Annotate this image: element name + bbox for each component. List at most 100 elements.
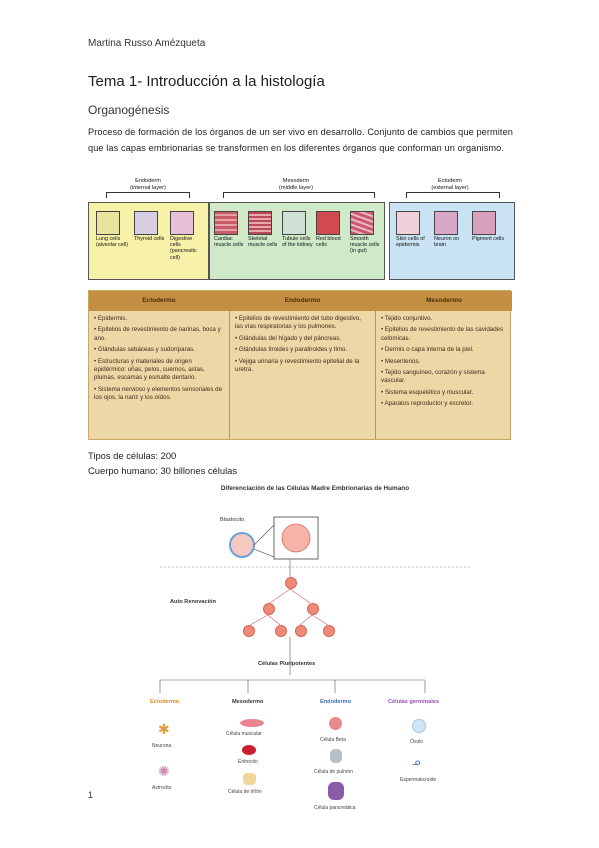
list-item: • Estructuras y materiales de origen epi… [94, 357, 205, 382]
list-item: • Glándulas tiroides y paratiroides y ti… [235, 346, 348, 354]
stem-cell-diagram: Diferenciación de las Células Madre Embr… [150, 485, 480, 825]
table-header: Endodermo [230, 291, 375, 311]
cell-name: Smooth muscle cells (in gut) [350, 236, 380, 255]
cell-label: Astrocito [152, 785, 172, 791]
digestive-cell-image [170, 211, 194, 235]
cell-label: Célula pancreática [314, 805, 356, 811]
kidney-cell-image [282, 211, 306, 235]
document-title: Tema 1- Introducción a la histología [88, 73, 325, 90]
endodermo-column: • Epitelios de revestimiento del tubo di… [235, 315, 369, 377]
ovum-icon [412, 719, 426, 733]
diagram-title: Diferenciación de las Células Madre Embr… [220, 485, 410, 492]
smooth-muscle-cell-image [350, 211, 374, 235]
sperm-icon: ᓄ [412, 757, 421, 768]
list-item: • Sistema esquelético y muscular. [381, 388, 474, 396]
ectoderm-bracket [406, 192, 500, 198]
stem-cell-dot [295, 625, 307, 637]
cell-label: Eritrocito [238, 759, 258, 765]
section-heading: Organogénesis [88, 103, 170, 117]
cell-name: Digestive cells (pancreatic cell) [170, 236, 197, 261]
kidney-cell-icon [243, 773, 256, 785]
layer-mesodermo-title: Mesodermo [232, 699, 264, 705]
cell-label: Célula de pulmón [314, 769, 353, 775]
column-divider [375, 291, 376, 439]
list-item: • Epitelios de revestimiento del tubo di… [235, 315, 361, 331]
column-divider [229, 291, 230, 439]
page-number: 1 [88, 790, 94, 800]
muscle-cell-icon [240, 719, 264, 727]
cell-name: Thyroid cells [134, 236, 165, 242]
list-item: • Mesenterios. [381, 357, 421, 365]
endoderm-label: Endoderm(internal layer) [126, 178, 170, 191]
cell-name: Skin cells of epidermis [396, 236, 425, 249]
astrocyte-icon: ✺ [158, 763, 170, 779]
list-item: • Glándulas sebáceas y sudoríparas. [94, 346, 195, 354]
stem-cell-dot [323, 625, 335, 637]
mesoderm-label: Mesoderm(middle layer) [274, 178, 318, 191]
cell-name: Neuron on brain [434, 236, 460, 249]
mesodermo-column: • Tejido conjuntivo. • Epitelios de reve… [381, 315, 507, 412]
skeletal-cell-image [248, 211, 272, 235]
lung-cell-image [96, 211, 120, 235]
mesoderm-bracket [223, 192, 375, 198]
list-item: • Sistema nervioso y elementos sensorial… [94, 385, 223, 402]
diagram-connectors [159, 516, 470, 693]
neuron-cell-image [434, 211, 458, 235]
cell-label: Célula Beta [320, 737, 346, 743]
cell-name: Pigment cells [472, 236, 505, 242]
stem-cell-dot [263, 603, 275, 615]
cell-name: Cardiac muscle cells [214, 236, 244, 249]
pigment-cell-image [472, 211, 496, 235]
list-item: • Epitelios de revestimiento de las cavi… [381, 326, 504, 342]
skin-cell-image [396, 211, 420, 235]
cell-name: Tubule cells of the kidney [282, 236, 313, 249]
stem-cell-dot [275, 625, 287, 637]
beta-cell-icon [329, 717, 342, 730]
human-body-stat: Cuerpo humano: 30 billones células [88, 465, 238, 476]
stem-cell-dot [285, 577, 297, 589]
cell-label: Célula muscular [226, 731, 262, 737]
cardiac-cell-image [214, 211, 238, 235]
blastocyst-label: Blastocito [220, 517, 245, 523]
list-item: • Tejido conjuntivo. [381, 315, 433, 322]
erythrocyte-icon [242, 745, 256, 755]
blastocyst-icon [229, 532, 255, 558]
germ-layers-figure: Endoderm(internal layer) Mesoderm(middle… [88, 178, 515, 280]
intro-paragraph: Proceso de formación de los órganos de u… [88, 127, 514, 153]
list-item: • Tejido sanguíneo, corazón y sistema va… [381, 369, 485, 385]
table-header: Ectodermo [89, 291, 229, 311]
list-item: • Vejiga urinaria y revestimiento epitel… [235, 357, 360, 374]
inner-cell-mass-icon [281, 523, 311, 553]
list-item: • Epidermis. [94, 315, 128, 322]
cell-name: Red blood cells [316, 236, 341, 249]
layer-endodermo-title: Endodermo [320, 699, 352, 705]
cell-name: Skeletal muscle cells [248, 236, 278, 249]
layer-ectodermo-title: Ectodermo [150, 699, 180, 705]
endoderm-bracket [106, 192, 190, 198]
list-item: • Glándulas del hígado y del páncreas. [235, 334, 342, 342]
cell-name: Lung cells (alveolar cell) [96, 236, 129, 249]
table-header: Mesodermo [376, 291, 512, 311]
germ-layer-derivatives-table: Ectodermo Endodermo Mesodermo • Epidermi… [88, 290, 512, 440]
pluripotent-label: Células Pluripotentes [258, 661, 316, 667]
neuron-icon: ✱ [158, 721, 170, 737]
cell-label: Célula de riñón [228, 789, 262, 795]
list-item: • Epitelios de revestimiento de narinas,… [94, 326, 221, 342]
layer-germinal-title: Células germinales [388, 699, 439, 705]
cell-label: Neurona [152, 743, 172, 749]
cell-label: Espermatozoide [400, 777, 437, 783]
ectodermo-column: • Epidermis. • Epitelios de revestimient… [94, 315, 224, 406]
cell-types-stat: Tipos de células: 200 [88, 450, 177, 461]
stem-cell-dot [243, 625, 255, 637]
self-renewal-label: Auto Renovación [170, 599, 216, 605]
lung-cell-icon [330, 749, 342, 763]
stem-cell-dot [307, 603, 319, 615]
thyroid-cell-image [134, 211, 158, 235]
red-blood-cell-image [316, 211, 340, 235]
cell-label: Óvulo [410, 739, 424, 745]
list-item: • Dermis o capa interna de la piel. [381, 346, 474, 354]
pancreatic-cell-icon [328, 782, 344, 800]
author-name: Martina Russo Amézqueta [88, 38, 206, 49]
list-item: • Aparatos reproductor y excretor. [381, 400, 473, 408]
ectoderm-label: Ectoderm(external layer) [428, 178, 472, 191]
